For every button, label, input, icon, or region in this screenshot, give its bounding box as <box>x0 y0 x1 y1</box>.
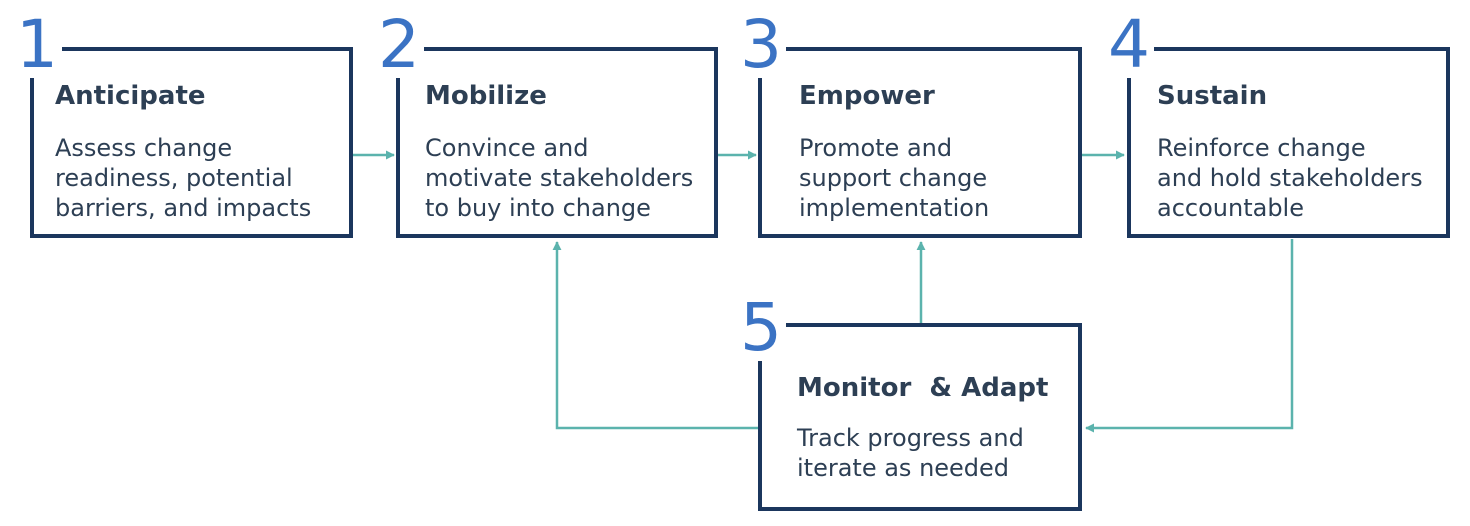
step-5-title: Monitor & Adapt <box>797 373 1049 403</box>
step-2-title: Mobilize <box>425 81 547 111</box>
step-2-number: 2 <box>374 12 424 78</box>
step-1-box: Anticipate Assess change readiness, pote… <box>30 47 353 238</box>
step-3-description: Promote and support change implementatio… <box>799 134 990 222</box>
step-3-number: 3 <box>736 12 786 78</box>
step-2-box: Mobilize Convince and motivate stakehold… <box>396 47 718 238</box>
step-5-description: Track progress and iterate as needed <box>797 424 1024 482</box>
step-1-description: Assess change readiness, potential barri… <box>55 134 312 222</box>
step-4-description: Reinforce change and hold stakeholders a… <box>1157 134 1423 222</box>
step-3-title: Empower <box>799 81 935 111</box>
step-3-box: Empower Promote and support change imple… <box>758 47 1082 238</box>
step-4-number: 4 <box>1104 12 1154 78</box>
step-5-box: Monitor & Adapt Track progress and itera… <box>758 323 1082 511</box>
step-4-box: Sustain Reinforce change and hold stakeh… <box>1127 47 1450 238</box>
step-5-number: 5 <box>736 295 786 361</box>
arrow-4-to-5 <box>1085 239 1294 433</box>
step-1-title: Anticipate <box>55 81 206 111</box>
step-4-title: Sustain <box>1157 81 1268 111</box>
arrow-5-to-2 <box>552 241 758 430</box>
step-1-number: 1 <box>12 12 62 78</box>
step-2-description: Convince and motivate stakeholders to bu… <box>425 134 694 222</box>
